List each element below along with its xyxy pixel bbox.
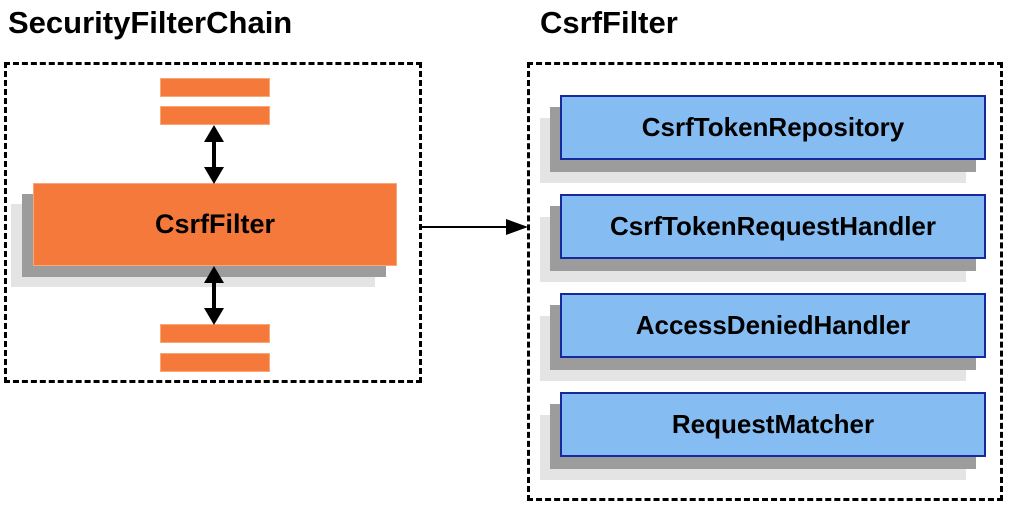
csrf-filter-box-label: CsrfFilter [154, 209, 276, 239]
csrf-filter-title: CsrfFilter [540, 5, 678, 40]
filter-chain-bar [160, 353, 270, 372]
component-label: AccessDeniedHandler [635, 310, 911, 340]
security-filter-chain-container [4, 62, 422, 383]
component-label: RequestMatcher [671, 409, 875, 439]
double-arrow-bottom [204, 266, 224, 325]
link-arrow [422, 219, 528, 235]
security-filter-chain-title: SecurityFilterChain [8, 5, 293, 40]
double-arrow-top [204, 125, 224, 184]
component-label: CsrfTokenRequestHandler [609, 211, 937, 241]
filter-chain-bar [160, 324, 270, 343]
csrf-filter-box: CsrfFilter [33, 183, 397, 266]
filter-chain-bar [160, 106, 270, 125]
component-box-csrf-token-request-handler: CsrfTokenRequestHandler [560, 194, 986, 259]
component-box-access-denied-handler: AccessDeniedHandler [560, 293, 986, 358]
csrf-filter-container [527, 62, 1003, 501]
component-box-csrf-token-repository: CsrfTokenRepository [560, 95, 986, 160]
filter-chain-bar [160, 78, 270, 97]
component-label: CsrfTokenRepository [641, 112, 905, 142]
component-box-request-matcher: RequestMatcher [560, 392, 986, 457]
